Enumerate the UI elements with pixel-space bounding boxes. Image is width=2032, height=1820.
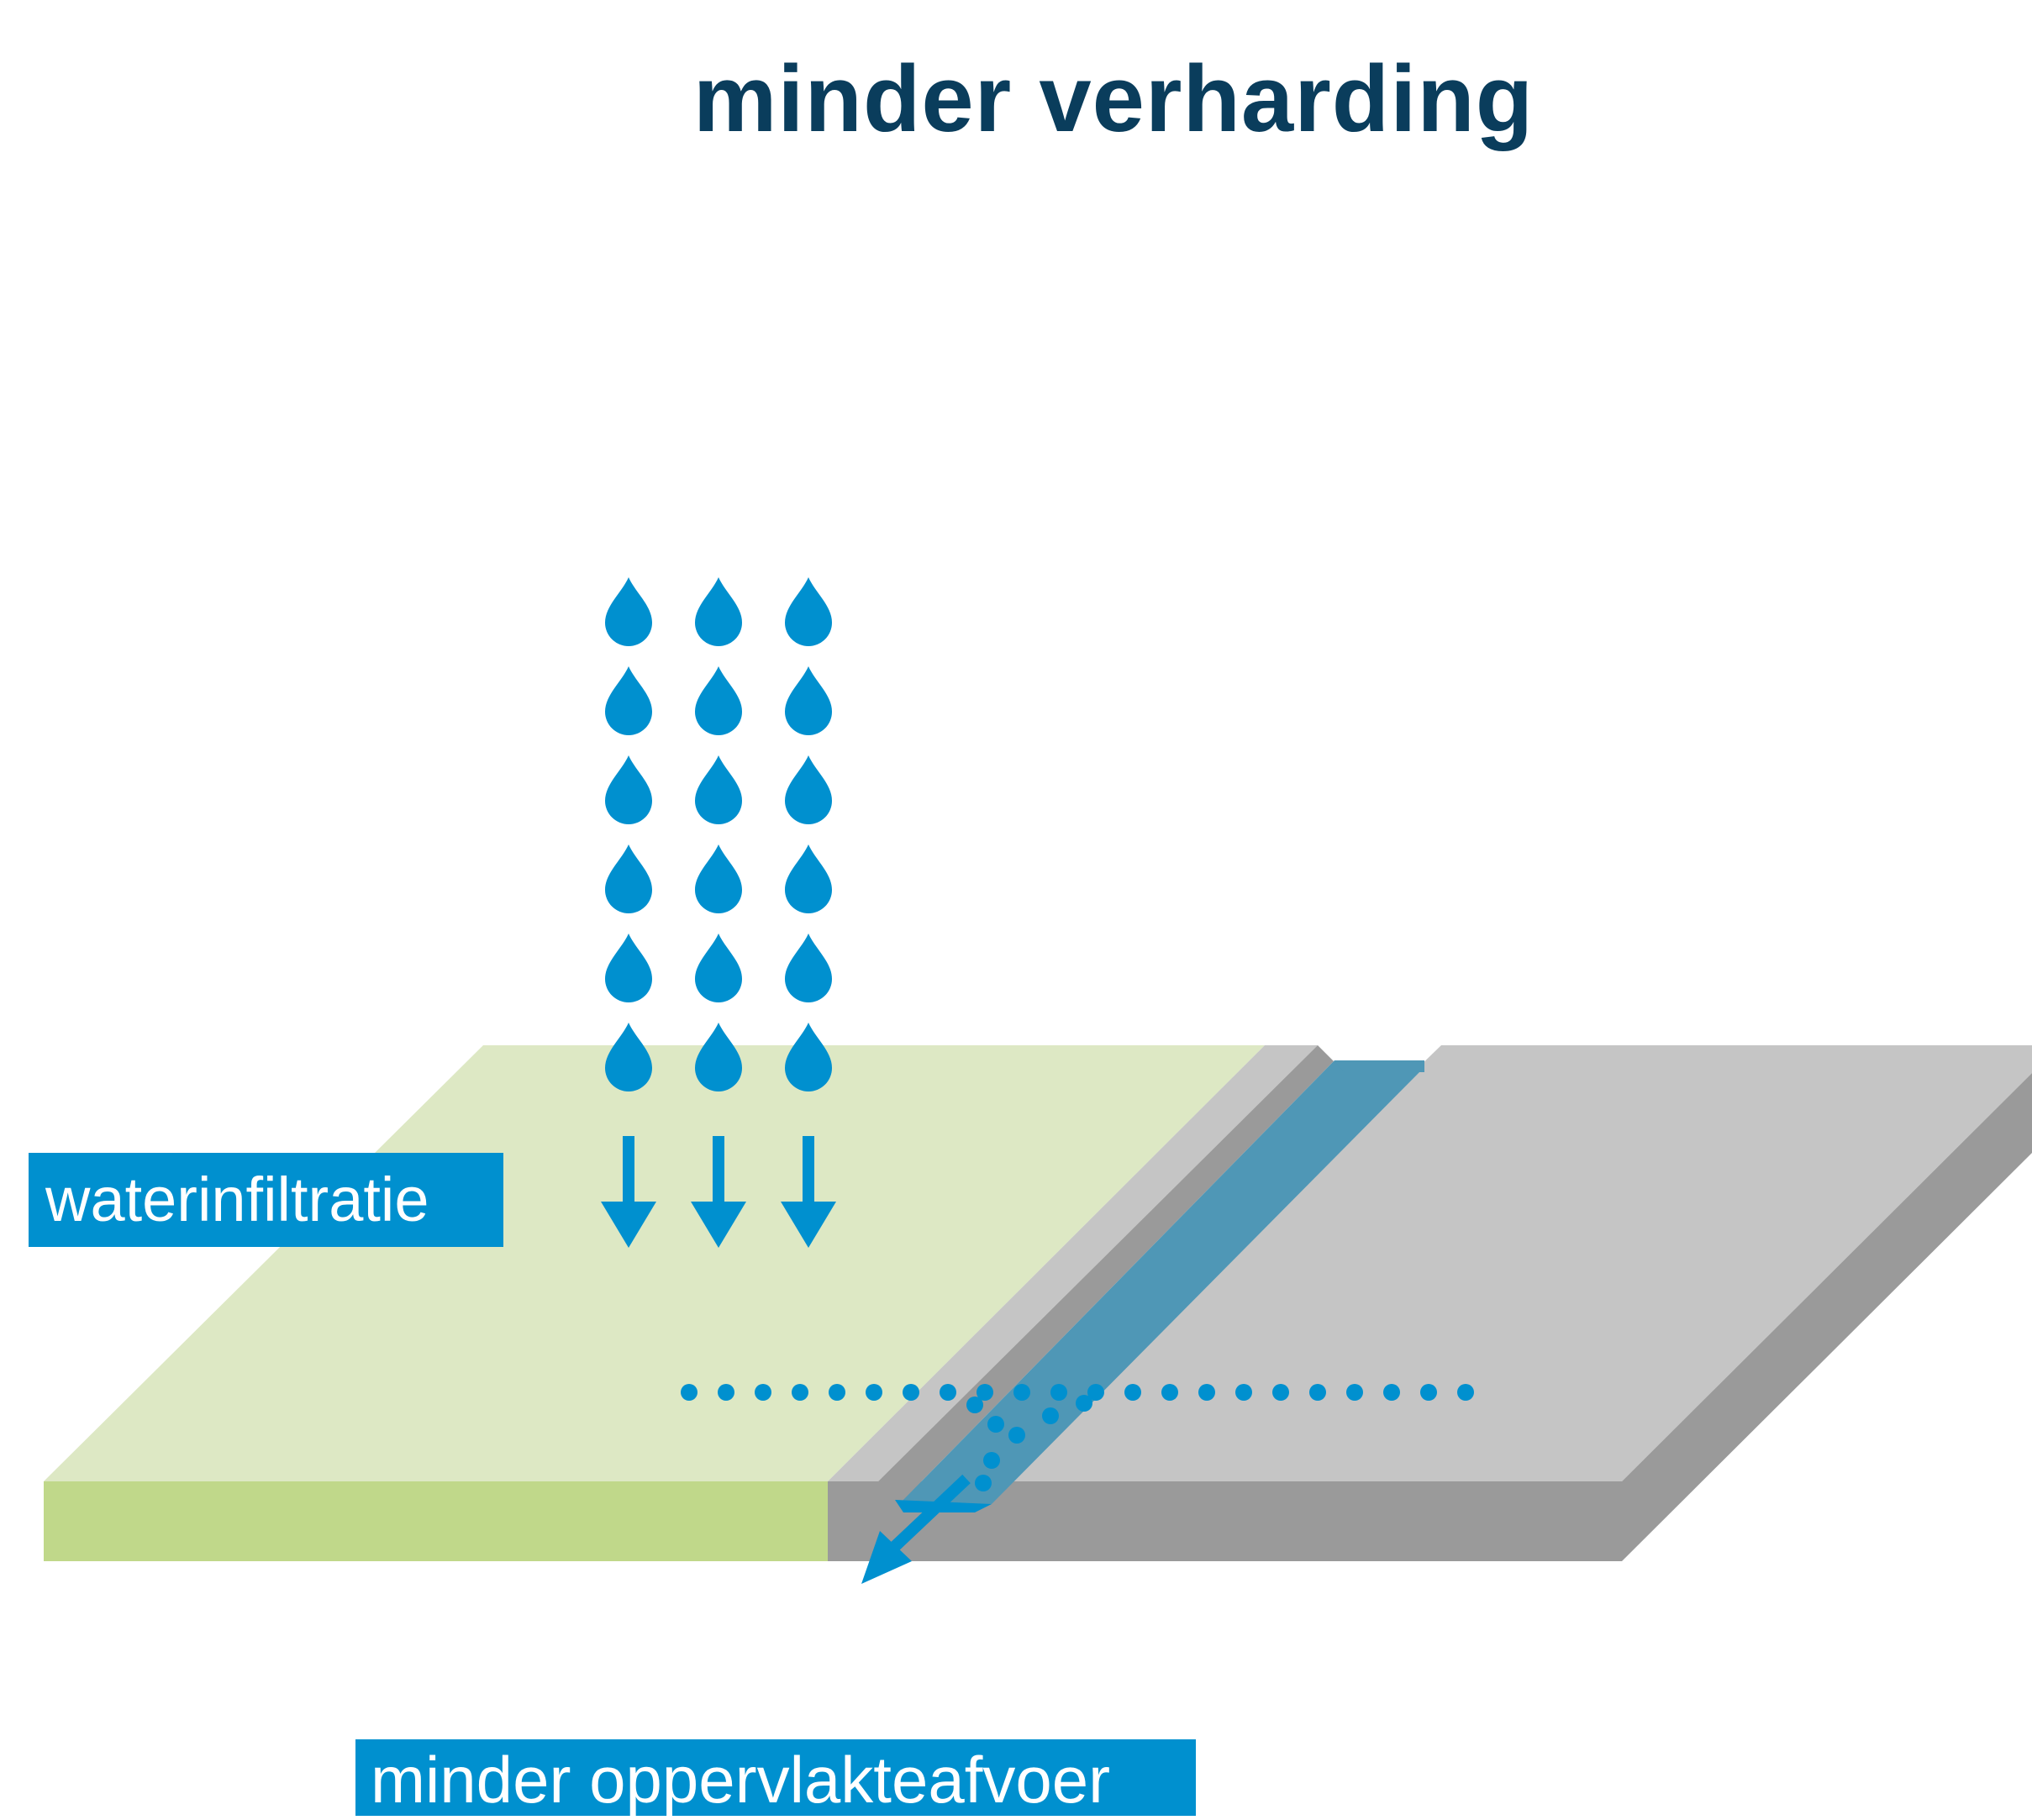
pavement-top xyxy=(828,1045,1318,1481)
raindrop-icon xyxy=(695,666,742,735)
arrow-shaft xyxy=(713,1136,724,1205)
infiltration-dot xyxy=(1124,1384,1141,1401)
infiltration-dot xyxy=(1087,1384,1104,1401)
infiltration-dot xyxy=(792,1384,808,1401)
arrow-down-icon xyxy=(781,1136,836,1248)
infiltration-dot xyxy=(1235,1384,1252,1401)
infiltration-dot xyxy=(829,1384,845,1401)
arrow-down-icon xyxy=(601,1136,656,1248)
raindrop-icon xyxy=(785,1023,832,1091)
infiltration-dot xyxy=(983,1452,1000,1469)
raindrop-icon xyxy=(785,577,832,646)
rain xyxy=(605,577,832,1091)
infiltration-dot xyxy=(975,1475,992,1491)
arrow-head xyxy=(691,1202,746,1248)
grass-top xyxy=(44,1045,1265,1481)
infiltration-dot xyxy=(940,1384,956,1401)
paved-area xyxy=(828,1045,2032,1561)
grass-area xyxy=(44,1045,1265,1561)
raindrop-icon xyxy=(785,934,832,1002)
infiltration-dot xyxy=(1272,1384,1289,1401)
raindrop-icon xyxy=(695,577,742,646)
infiltration-arrows xyxy=(601,1136,836,1248)
arrow-down-left-icon xyxy=(861,1474,971,1584)
raindrop-icon xyxy=(605,844,652,913)
raindrop-icon xyxy=(605,1023,652,1091)
page-title: minder verharding xyxy=(692,46,1535,151)
grass-side xyxy=(44,1481,828,1561)
infiltration-dot xyxy=(1008,1427,1025,1444)
infiltration-dot xyxy=(1457,1384,1474,1401)
raindrop-icon xyxy=(695,844,742,913)
raindrop-icon xyxy=(695,1023,742,1091)
raindrop-icon xyxy=(785,844,832,913)
infiltration-dot xyxy=(1050,1384,1067,1401)
arrow-head xyxy=(781,1202,836,1248)
infiltration-dot xyxy=(1198,1384,1215,1401)
infiltration-dot xyxy=(1420,1384,1437,1401)
raindrop-icon xyxy=(695,934,742,1002)
infiltration-dot xyxy=(1346,1384,1363,1401)
infiltration-dot xyxy=(681,1384,698,1401)
raindrop-icon xyxy=(605,577,652,646)
infiltration-dot xyxy=(903,1384,919,1401)
pavement-side-right xyxy=(1622,1073,2032,1561)
raindrop-icon xyxy=(785,755,832,824)
runoff-arrow-head xyxy=(861,1531,912,1584)
pavement-top-right xyxy=(992,1045,2032,1481)
arrow-down-icon xyxy=(691,1136,746,1248)
arrow-shaft xyxy=(623,1136,634,1205)
infiltration-dot xyxy=(1161,1384,1178,1401)
infiltration-dot xyxy=(977,1384,993,1401)
raindrop-icon xyxy=(605,666,652,735)
infiltration-dot xyxy=(1042,1407,1059,1424)
runoff-arrow-shaft xyxy=(887,1474,971,1555)
pavement-side-front xyxy=(828,1481,1622,1561)
infiltration-dot xyxy=(755,1384,771,1401)
oppervlakteafvoer-label: minder oppervlakteafvoer xyxy=(355,1739,1196,1817)
arrow-head xyxy=(601,1202,656,1248)
infiltration-dot xyxy=(1309,1384,1326,1401)
infiltration-dot xyxy=(866,1384,882,1401)
raindrop-icon xyxy=(605,934,652,1002)
raindrop-icon xyxy=(695,755,742,824)
infiltration-dot xyxy=(1076,1395,1092,1412)
infiltration-dot xyxy=(718,1384,734,1401)
gutter-water-rim xyxy=(1334,1060,1424,1072)
infiltration-dot xyxy=(987,1416,1004,1433)
gutter-water xyxy=(899,1061,1424,1504)
infiltration-dot xyxy=(966,1397,983,1413)
infiltration-dot xyxy=(1383,1384,1400,1401)
raindrop-icon xyxy=(785,666,832,735)
raindrop-icon xyxy=(605,755,652,824)
infiltration-dot xyxy=(1013,1384,1030,1401)
waterinfiltratie-label: waterinfiltratie xyxy=(29,1153,503,1247)
infiltration-dotted-lines xyxy=(681,1384,1474,1491)
arrow-shaft xyxy=(803,1136,814,1205)
